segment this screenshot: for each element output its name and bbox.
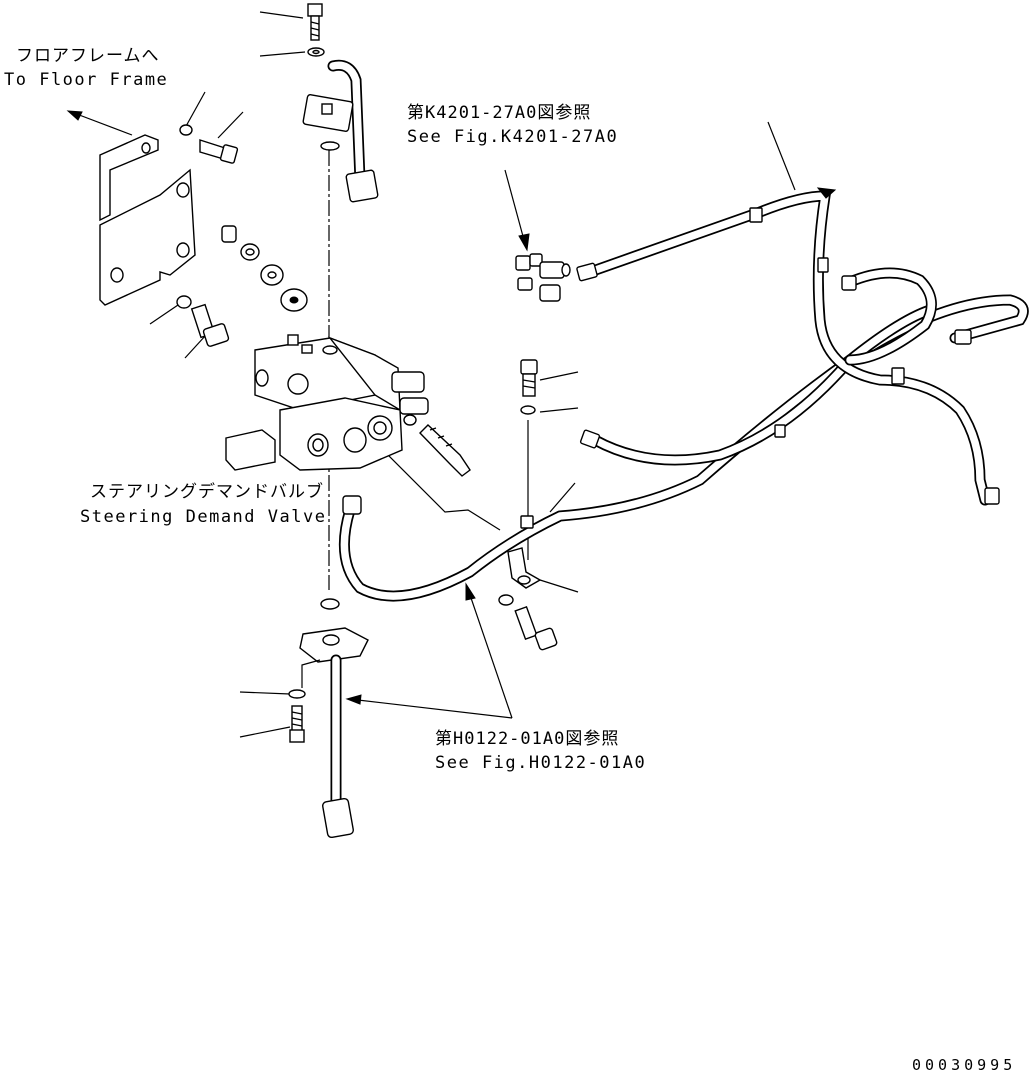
floor-frame-arrow bbox=[66, 110, 133, 136]
floor-frame-label-en: To Floor Frame bbox=[4, 70, 169, 90]
lower-assembly bbox=[288, 598, 369, 839]
k4201-fittings bbox=[515, 253, 571, 302]
h0122-reference-label-en: See Fig.H0122-01A0 bbox=[435, 753, 647, 773]
h0122-arrows bbox=[345, 582, 513, 719]
floor-frame-bracket bbox=[99, 134, 196, 306]
steering-demand-valve bbox=[225, 334, 471, 477]
valve-label-en: Steering Demand Valve bbox=[80, 507, 327, 527]
k4201-reference-label-en: See Fig.K4201-27A0 bbox=[407, 127, 619, 147]
k4201-arrow bbox=[504, 169, 530, 252]
leader-lines bbox=[149, 11, 796, 738]
bracket-fasteners bbox=[176, 124, 308, 347]
top-tube bbox=[302, 59, 379, 203]
top-bolt bbox=[307, 3, 325, 57]
floor-frame-label-jp: フロアフレームへ bbox=[16, 46, 160, 66]
hydraulic-hoses bbox=[338, 187, 1029, 602]
valve-label-jp: ステアリングデマンドバルブ bbox=[90, 482, 324, 502]
document-number: 00030995 bbox=[912, 1056, 1017, 1074]
k4201-reference-label-jp: 第K4201-27A0図参照 bbox=[407, 103, 592, 123]
h0122-reference-label-jp: 第H0122-01A0図参照 bbox=[435, 729, 620, 749]
right-fasteners bbox=[498, 359, 558, 651]
